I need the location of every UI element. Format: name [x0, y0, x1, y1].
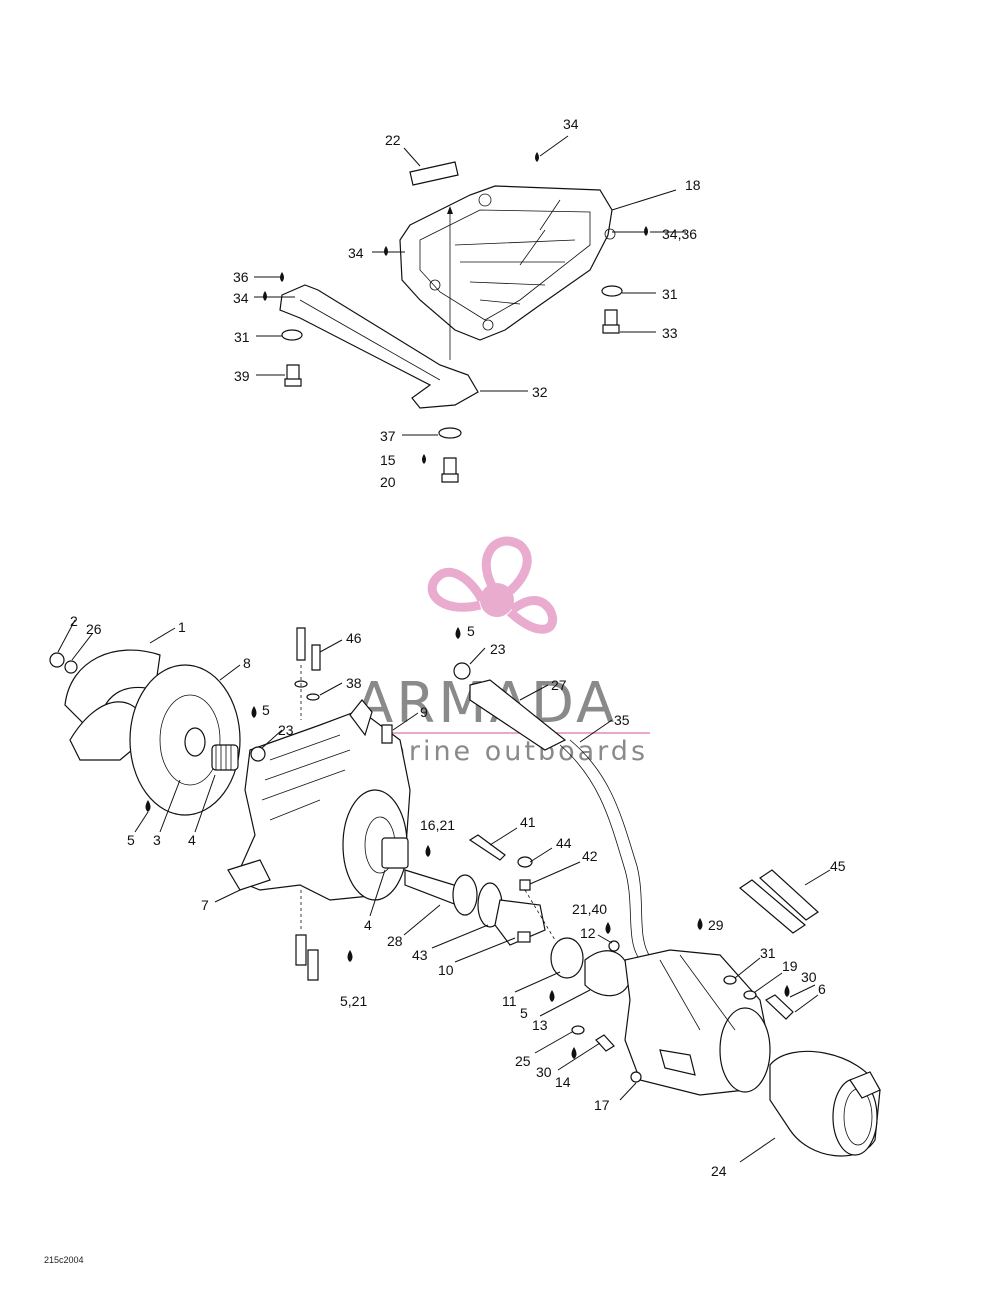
callout-30-right: 30 [801, 969, 817, 985]
callout-28: 28 [387, 933, 403, 949]
part-9 [381, 724, 393, 744]
callout-24: 24 [711, 1163, 727, 1179]
callout-37: 37 [380, 428, 396, 444]
callout-36: 36 [233, 269, 249, 285]
callout-34-bar: 34 [233, 290, 249, 306]
watermark-tagline: marine outboards [360, 736, 648, 767]
callout-17: 17 [594, 1097, 610, 1113]
part-42 [519, 879, 531, 891]
callout-21-40: 21,40 [572, 901, 607, 917]
callout-45: 45 [830, 858, 846, 874]
callout-42: 42 [582, 848, 598, 864]
washer-37 [438, 427, 462, 439]
callout-12: 12 [580, 925, 596, 941]
screw-33 [602, 309, 620, 334]
callout-30-lower: 30 [536, 1064, 552, 1080]
callout-33: 33 [662, 325, 678, 341]
top-leader-lines [254, 135, 686, 436]
callout-7: 7 [201, 897, 209, 913]
callout-32: 32 [532, 384, 548, 400]
screw-14 [595, 1034, 615, 1052]
callout-34-36: 34,36 [662, 226, 697, 242]
part-12 [608, 940, 620, 952]
callout-43: 43 [412, 947, 428, 963]
callout-5-b: 5 [467, 623, 475, 639]
callout-20: 20 [380, 474, 396, 490]
callout-15: 15 [380, 452, 396, 468]
washer-38 [306, 693, 320, 701]
lower-leader-lines [57, 619, 831, 1163]
callout-16-21: 16,21 [420, 817, 455, 833]
callout-26: 26 [86, 621, 102, 637]
callout-23-left: 23 [278, 722, 294, 738]
callout-5-d: 5 [520, 1005, 528, 1021]
callout-13: 13 [532, 1017, 548, 1033]
callout-5-c: 5 [127, 832, 135, 848]
callout-38: 38 [346, 675, 362, 691]
part-4-spline-rear [381, 837, 409, 869]
callout-2: 2 [70, 613, 78, 629]
callout-29: 29 [708, 917, 724, 933]
callout-46: 46 [346, 630, 362, 646]
screw-39 [284, 364, 302, 387]
part-44 [517, 856, 533, 868]
part-2-nut [49, 652, 65, 668]
bottom-bolts [295, 934, 319, 981]
callout-18: 18 [685, 177, 701, 193]
bolt-46 [296, 627, 321, 671]
callout-10: 10 [438, 962, 454, 978]
callout-4-left: 4 [188, 832, 196, 848]
washer-31-right [601, 285, 623, 297]
ride-plate-assembly [263, 152, 648, 483]
callout-41: 41 [520, 814, 536, 830]
callout-11: 11 [502, 993, 517, 1009]
bushing-23-top [453, 662, 471, 680]
callout-31-right: 31 [662, 286, 678, 302]
part-27-rod [469, 679, 567, 751]
part-45-strips [739, 869, 819, 934]
callout-8: 8 [243, 655, 251, 671]
part-22-strip [409, 161, 459, 186]
part-13-cone [584, 950, 631, 997]
callout-23-top: 23 [490, 641, 506, 657]
callout-4-rear: 4 [364, 917, 372, 933]
part-4-spline [211, 744, 239, 771]
callout-5-a: 5 [262, 702, 270, 718]
callout-22: 22 [385, 132, 401, 148]
washer-19 [743, 990, 757, 1000]
callout-35: 35 [614, 712, 630, 728]
washer-25 [571, 1025, 585, 1035]
callout-31-left: 31 [234, 329, 250, 345]
part-26-washer [64, 660, 78, 674]
callout-34-top: 34 [563, 116, 579, 132]
part-11-o-ring [550, 937, 584, 979]
callout-34-left: 34 [348, 245, 364, 261]
armada-propeller-logo [427, 536, 558, 634]
jet-pump-assembly [49, 627, 881, 1157]
callout-19: 19 [782, 958, 798, 974]
callout-1: 1 [178, 619, 186, 635]
part-32-bar [279, 284, 479, 409]
callout-14: 14 [555, 1074, 571, 1090]
washer-31-left [281, 329, 303, 341]
callout-25: 25 [515, 1053, 531, 1069]
callout-27: 27 [551, 677, 567, 693]
washer-31-lower [723, 975, 737, 985]
part-35-cable [559, 744, 641, 961]
callout-31-lower: 31 [760, 945, 776, 961]
callout-39: 39 [234, 368, 250, 384]
screw-6 [764, 994, 794, 1020]
callout-6: 6 [818, 981, 826, 997]
callout-44: 44 [556, 835, 572, 851]
callout-5-21: 5,21 [340, 993, 367, 1009]
bushing-23-left [250, 746, 266, 762]
part-18-plate [399, 185, 613, 341]
screw-20 [441, 457, 459, 483]
callout-9: 9 [420, 704, 428, 720]
bolt-41 [468, 834, 506, 861]
drawing-code: 215c2004 [44, 1255, 84, 1265]
callout-3: 3 [153, 832, 161, 848]
